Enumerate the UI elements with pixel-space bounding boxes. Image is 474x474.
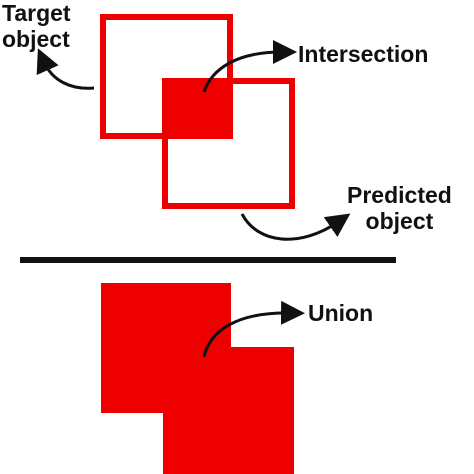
curved-arrow-icon bbox=[202, 40, 297, 93]
predicted-object-label: Predicted object bbox=[347, 182, 452, 234]
target-object-label-line1: Target bbox=[2, 0, 71, 26]
union-region bbox=[101, 283, 294, 474]
target-object-label: Target object bbox=[2, 0, 71, 52]
predicted-object-label-line2: object bbox=[365, 208, 434, 234]
union-label: Union bbox=[308, 300, 374, 326]
curved-arrow-icon bbox=[240, 213, 351, 241]
intersection-label: Intersection bbox=[298, 41, 429, 67]
curved-arrow-icon bbox=[202, 300, 305, 358]
curved-arrow-icon bbox=[36, 48, 95, 90]
predicted-object-label-line1: Predicted bbox=[347, 182, 452, 208]
intersection-region bbox=[162, 78, 233, 139]
target-object-label-line2: object bbox=[2, 26, 70, 52]
